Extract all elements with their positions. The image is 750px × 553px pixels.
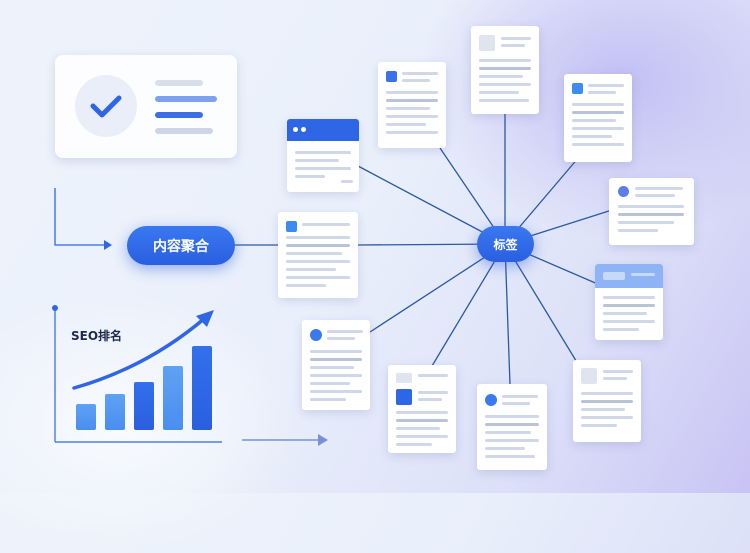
doc-card-top-a (378, 62, 446, 148)
seo-bar-2 (105, 394, 125, 430)
doc-card-bottom-center (477, 384, 547, 470)
doc-card-top-right (564, 74, 632, 162)
tag-hub-node: 标签 (477, 226, 534, 262)
seo-bar-1 (76, 404, 96, 430)
trend-arrow-icon (72, 316, 207, 390)
tag-hub-label: 标签 (493, 237, 518, 252)
seo-bar-5 (192, 346, 212, 430)
seo-bar-3 (134, 382, 154, 430)
doc-card-left (278, 212, 358, 298)
doc-card-top-b (471, 26, 539, 114)
check-icon (75, 75, 137, 137)
browser-card (287, 119, 359, 192)
check-card (55, 55, 237, 158)
content-aggregation-label: 内容聚合 (153, 238, 209, 255)
seo-bar-4 (163, 366, 183, 430)
doc-card-bottom-right (573, 360, 641, 442)
seo-chart (72, 310, 214, 430)
seo-label: SEO排名 (71, 329, 123, 343)
content-aggregation-node: 内容聚合 (127, 226, 235, 265)
doc-card-bottom-left (388, 365, 456, 453)
doc-card-right (609, 178, 694, 245)
doc-card-lower-left (302, 320, 370, 410)
doc-card-right-header (595, 264, 663, 340)
